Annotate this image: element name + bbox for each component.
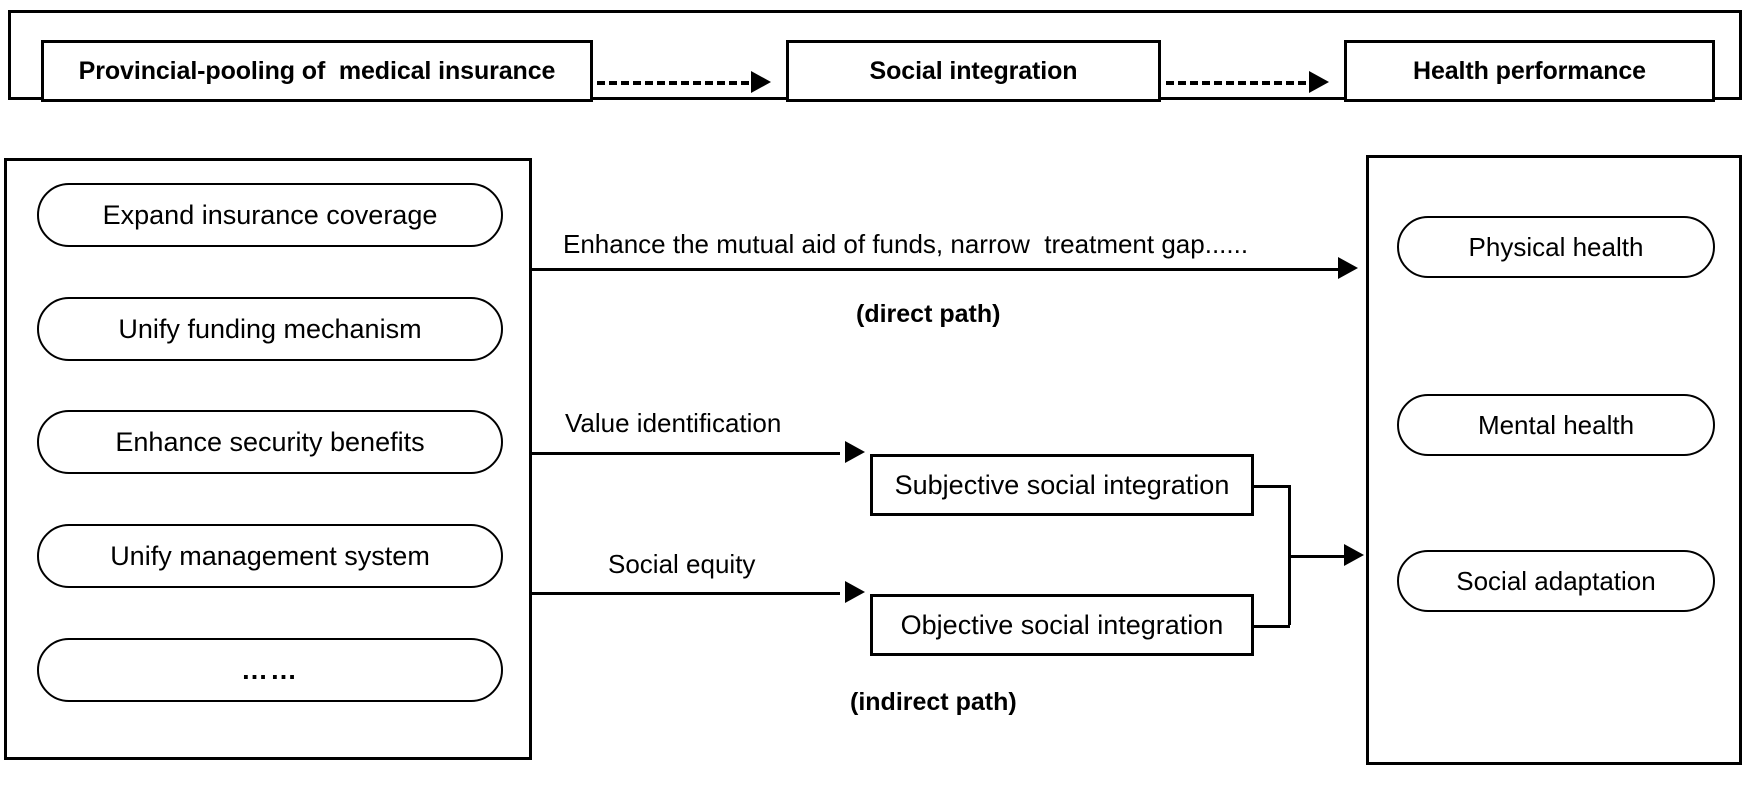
health-item-social-adaptation: Social adaptation bbox=[1397, 550, 1715, 612]
edge-label-direct-path: Enhance the mutual aid of funds, narrow … bbox=[563, 229, 1249, 259]
top-chain-frame: Provincial-pooling of medical insurance … bbox=[8, 10, 1742, 102]
arrow-head-icon-dashed-1 bbox=[751, 71, 771, 93]
policy-item-unify-management-system: Unify management system bbox=[37, 524, 503, 588]
top-box-health-performance-label: Health performance bbox=[1413, 56, 1646, 85]
policy-item-enhance-security-benefits: Enhance security benefits bbox=[37, 410, 503, 474]
left-panel-policy-measures: Expand insurance coverage Unify funding … bbox=[4, 158, 532, 760]
path-tag-direct: (direct path) bbox=[856, 300, 1001, 328]
mediator-box-subjective-social-integration: Subjective social integration bbox=[870, 454, 1254, 516]
mediator-box-label: Subjective social integration bbox=[894, 469, 1230, 500]
top-box-health-performance: Health performance bbox=[1344, 40, 1715, 102]
bracket-line-bottom bbox=[1254, 625, 1290, 628]
right-panel-health-performance: Physical health Mental health Social ada… bbox=[1366, 155, 1742, 765]
edge-line-value-identification bbox=[532, 452, 840, 455]
health-item-label: Mental health bbox=[1477, 409, 1635, 440]
edge-line-social-equity bbox=[532, 592, 840, 595]
dashed-connector-2 bbox=[1166, 81, 1306, 85]
policy-item-unify-funding-mechanism: Unify funding mechanism bbox=[37, 297, 503, 361]
policy-item-expand-insurance-coverage: Expand insurance coverage bbox=[37, 183, 503, 247]
dashed-connector-1 bbox=[597, 81, 749, 85]
policy-item-label: Unify management system bbox=[110, 540, 430, 571]
mediator-box-objective-social-integration: Objective social integration bbox=[870, 594, 1254, 656]
edge-label-social-equity: Social equity bbox=[608, 549, 756, 579]
arrow-head-icon-direct-path bbox=[1338, 257, 1358, 279]
policy-item-ellipsis: …… bbox=[37, 638, 503, 702]
arrow-head-icon-social-equity bbox=[845, 581, 865, 603]
edge-line-direct-path bbox=[532, 268, 1352, 271]
health-item-label: Physical health bbox=[1468, 231, 1644, 262]
arrow-head-icon-value-identification bbox=[845, 441, 865, 463]
edge-line-indirect-path bbox=[1288, 555, 1348, 558]
path-tag-indirect: (indirect path) bbox=[850, 688, 1017, 716]
health-item-physical-health: Physical health bbox=[1397, 216, 1715, 278]
ellipsis-label: …… bbox=[241, 654, 299, 685]
top-box-social-integration-label: Social integration bbox=[869, 56, 1078, 85]
arrow-head-icon-indirect-path bbox=[1344, 544, 1364, 566]
health-item-mental-health: Mental health bbox=[1397, 394, 1715, 456]
health-item-label: Social adaptation bbox=[1456, 565, 1656, 596]
policy-item-label: Enhance security benefits bbox=[115, 426, 425, 457]
policy-item-label: Expand insurance coverage bbox=[102, 199, 438, 230]
mediator-box-label: Objective social integration bbox=[900, 609, 1224, 640]
arrow-head-icon-dashed-2 bbox=[1309, 71, 1329, 93]
bracket-line-top bbox=[1254, 485, 1290, 488]
top-box-social-integration: Social integration bbox=[786, 40, 1161, 102]
policy-item-label: Unify funding mechanism bbox=[118, 313, 422, 344]
edge-label-value-identification: Value identification bbox=[565, 408, 782, 438]
top-box-policy: Provincial-pooling of medical insurance bbox=[41, 40, 593, 102]
top-box-policy-label: Provincial-pooling of medical insurance bbox=[78, 56, 556, 85]
